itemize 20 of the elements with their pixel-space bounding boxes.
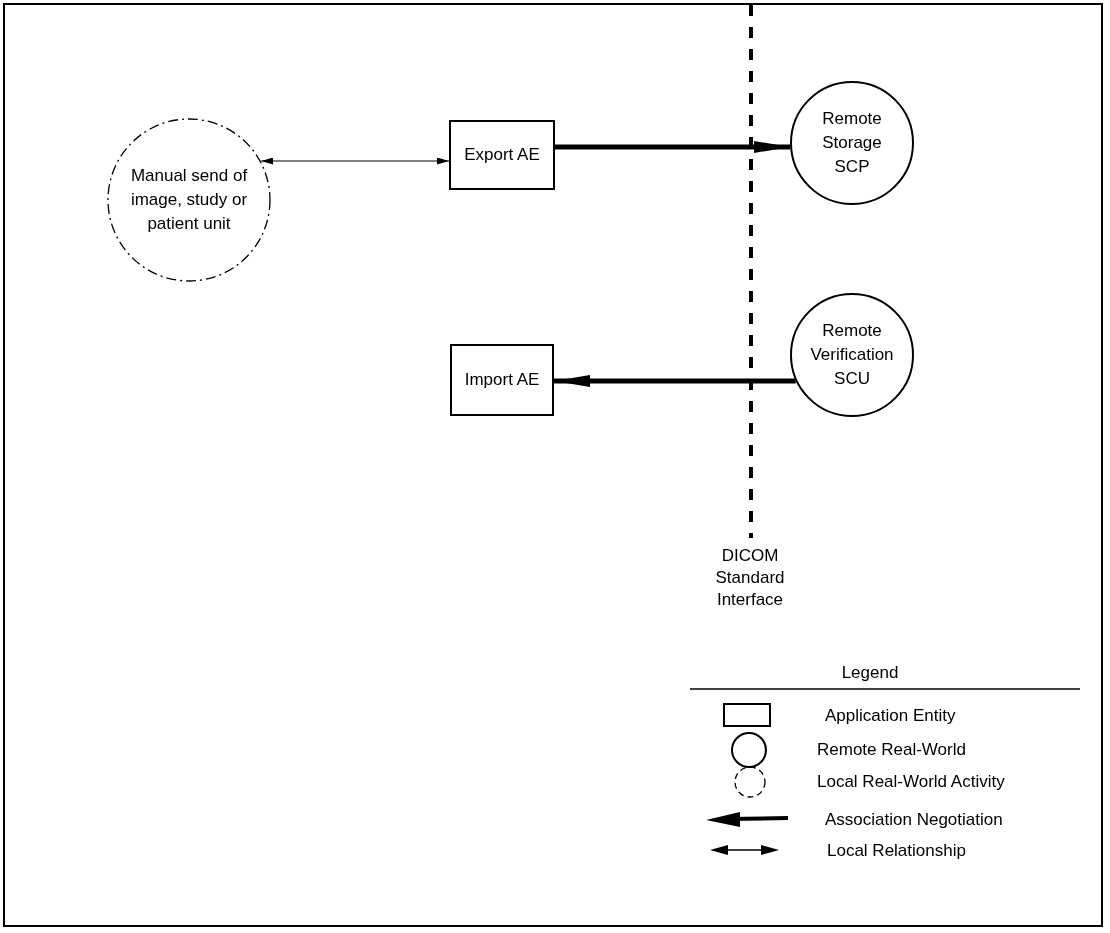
arrow xyxy=(554,375,796,387)
node-label: Remote Verification SCU xyxy=(809,320,895,390)
node-label: Export AE xyxy=(463,144,541,166)
local-activity-circle xyxy=(107,118,271,282)
application-entity-box xyxy=(450,344,554,416)
legend-label: Association Negotiation xyxy=(825,810,1003,830)
legend-title: Legend xyxy=(840,662,900,684)
legend-label: Application Entity xyxy=(825,706,956,726)
remote-entity-circle xyxy=(790,81,914,205)
legend-label: Remote Real-World xyxy=(817,740,966,760)
legend-label: Local Real-World Activity xyxy=(817,772,1005,792)
arrow xyxy=(555,141,791,153)
application-entity-box xyxy=(449,120,555,190)
legend-label: Local Relationship xyxy=(827,841,966,861)
node-label: Import AE xyxy=(463,369,541,391)
remote-entity-circle xyxy=(790,293,914,417)
arrow xyxy=(260,157,450,165)
node-label: Manual send of image, study or patient unit xyxy=(129,165,249,235)
node-label: Remote Storage SCP xyxy=(821,108,883,178)
interface-label: DICOM Standard Interface xyxy=(714,545,786,611)
